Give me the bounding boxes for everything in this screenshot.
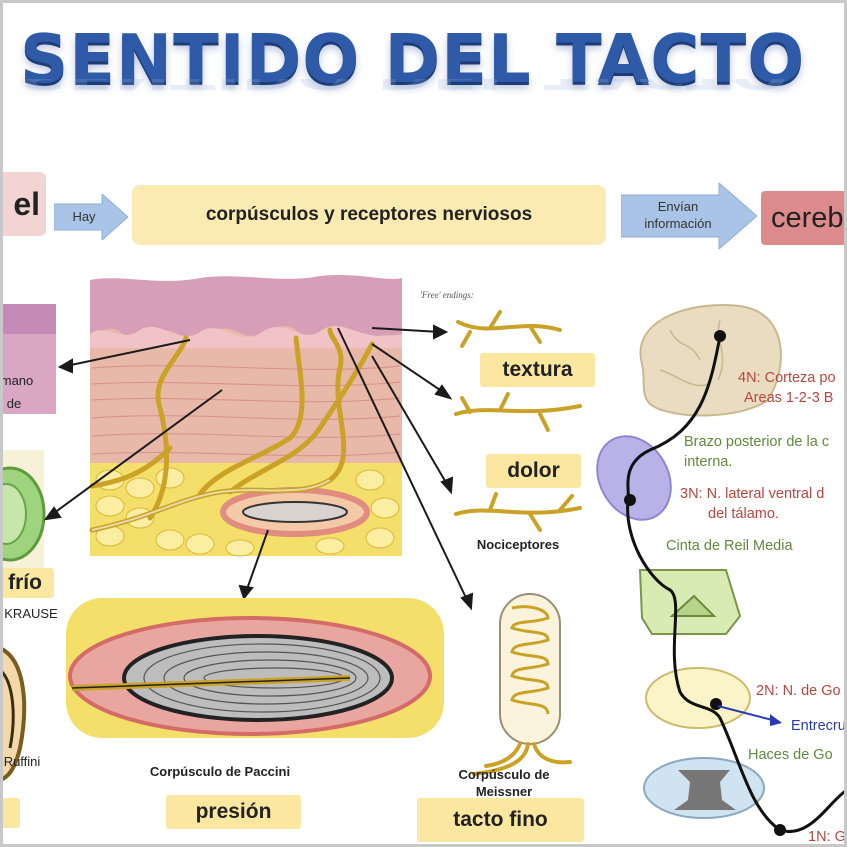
medulla <box>645 667 751 729</box>
skin-box: el <box>0 172 46 236</box>
pathway-n2: 2N: N. de Go <box>756 683 841 699</box>
hand-caption-line1: mano <box>0 373 34 388</box>
texture-label: textura <box>480 353 595 387</box>
brain-label: cereb <box>771 201 844 234</box>
free-ending-1 <box>456 310 562 348</box>
ruffini-caption: Ruffini <box>3 754 41 769</box>
neuron-node-cortex <box>714 330 726 342</box>
neuron-node-thalamus <box>624 494 636 506</box>
unlabeled-box <box>0 798 20 828</box>
cold-label: frío <box>0 568 54 598</box>
pathway-brazo-line1: Brazo posterior de la c <box>684 434 830 450</box>
free-ending-2 <box>454 392 582 432</box>
pathway-haces: Haces de Go <box>748 747 833 763</box>
pathway-cinta: Cinta de Reil Media <box>666 538 793 554</box>
paccini-caption: Corpúsculo de Paccini <box>149 764 291 779</box>
nociceptors-caption: Nociceptores <box>476 537 560 552</box>
pathway-n3-line2: del tálamo. <box>708 506 779 522</box>
arrow-label-envian-line1: Envían <box>657 199 699 214</box>
cerebral-cortex <box>639 304 782 417</box>
page-title: SENTIDO DEL TACTO <box>20 20 806 98</box>
brain-box: cereb <box>761 191 847 245</box>
pathway-n4-line2: Areas 1-2-3 B <box>744 390 834 406</box>
pathway-n3-line1: 3N: N. lateral ventral d <box>680 486 825 502</box>
title-reflection: SENTIDO DEL TACTO <box>20 79 840 96</box>
meissner-caption-line2: Meissner <box>475 784 533 799</box>
pathway-n1: 1N: G <box>808 829 846 845</box>
krause-caption: KRAUSE <box>4 606 58 621</box>
arrow-label-envian-line2: información <box>644 216 712 231</box>
neuron-node-medulla <box>710 698 722 710</box>
skin-cross-section-illustration: 'Free' endings: <box>0 275 582 783</box>
pathway-n4: 4N: Corteza po Areas 1-2-3 B <box>738 368 836 408</box>
free-ending-3 <box>454 492 582 532</box>
pathway-n3: 3N: N. lateral ventral d del tálamo. <box>680 484 824 524</box>
epidermis <box>90 275 402 339</box>
free-endings-caption: 'Free' endings: <box>420 290 474 300</box>
sensory-pathway-illustration <box>596 304 847 836</box>
pathway-brazo: Brazo posterior de la c interna. <box>684 432 829 472</box>
thalamus <box>596 435 672 521</box>
pathway-n4-line1: 4N: Corteza po <box>738 370 836 386</box>
meissner-caption-line1: Corpúsculo de <box>458 767 550 782</box>
pathway-brazo-line2: interna. <box>684 454 733 470</box>
skin-label: el <box>13 185 40 222</box>
arrow-label-envian: Envían información <box>626 198 730 232</box>
fine-touch-label: tacto fino <box>417 798 584 842</box>
arrow-label-hay: Hay <box>72 209 96 224</box>
hand-caption-line2: de <box>6 396 22 411</box>
arrow-right-icon <box>621 183 757 249</box>
neuron-node-spinal <box>774 824 786 836</box>
pain-label: dolor <box>486 454 581 488</box>
receptors-box: corpúsculos y receptores nerviosos <box>132 185 606 245</box>
pressure-label: presión <box>166 795 301 829</box>
pathway-entrecruzamiento: Entrecru <box>791 718 846 734</box>
arrow-right-icon <box>54 194 128 240</box>
receptors-label: corpúsculos y receptores nerviosos <box>205 204 533 225</box>
